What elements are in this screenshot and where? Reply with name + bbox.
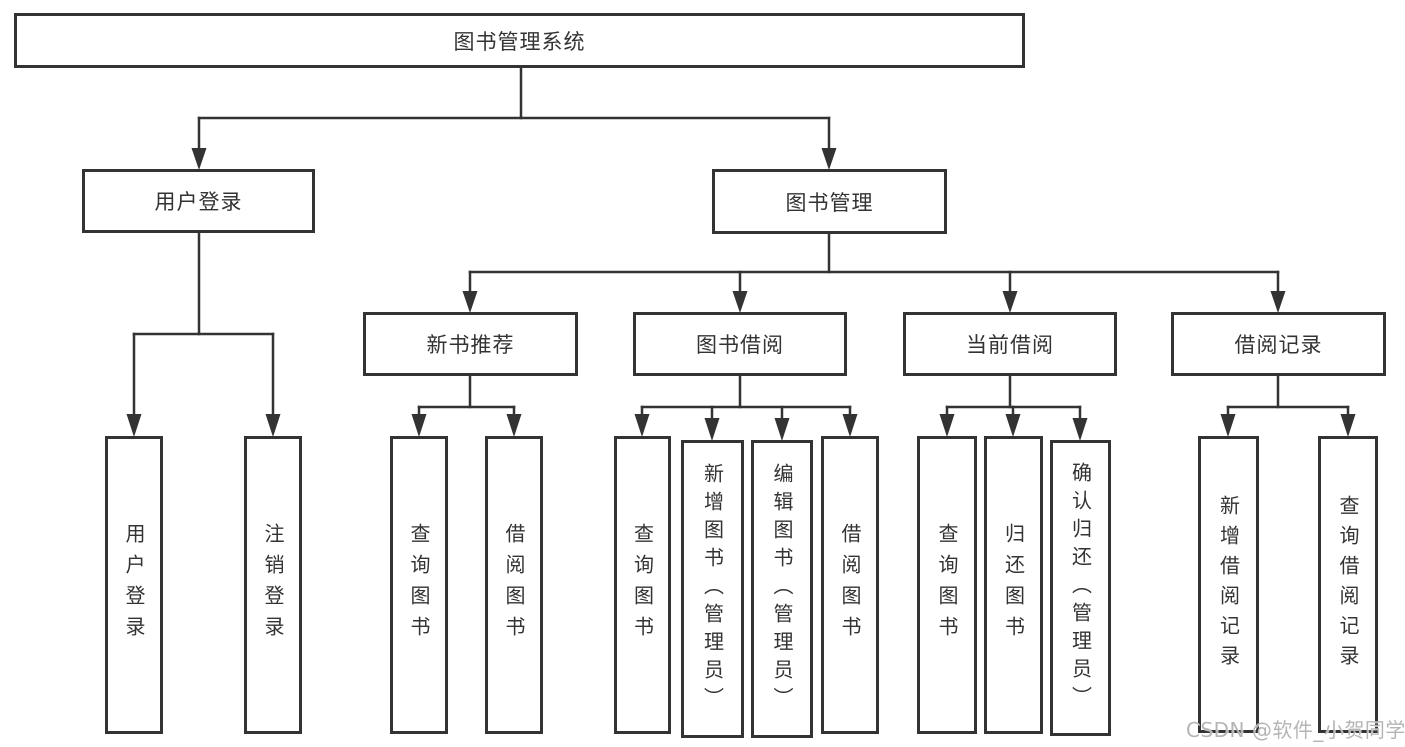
- watermark-text: CSDN @软件_小贺同学: [1186, 718, 1405, 742]
- leaf-label: 查询图书: [630, 523, 655, 647]
- leaf-query-books-borrow: 查询图书: [614, 436, 671, 734]
- leaf-label: 新增图书（管理员）: [700, 463, 725, 715]
- node-label: 图书管理系统: [453, 29, 586, 54]
- node-library-management-system: 图书管理系统: [14, 13, 1025, 68]
- leaf-label: 归还图书: [1001, 523, 1026, 647]
- leaf-label: 查询图书: [407, 523, 431, 647]
- leaf-borrow-books-borrow: 借阅图书: [821, 436, 879, 734]
- node-label: 用户登录: [154, 190, 243, 214]
- leaf-label: 编辑图书（管理员）: [770, 463, 794, 715]
- node-current-borrow: 当前借阅: [903, 312, 1117, 376]
- leaf-query-books-current: 查询图书: [917, 436, 977, 734]
- leaf-add-books-admin: 新增图书（管理员）: [681, 440, 744, 738]
- node-label: 图书管理: [785, 190, 874, 215]
- leaf-borrow-books-recommend: 借阅图书: [485, 436, 543, 734]
- leaf-user-login: 用户登录: [105, 436, 163, 734]
- node-label: 借阅记录: [1234, 333, 1323, 357]
- node-book-borrow: 图书借阅: [633, 312, 847, 376]
- leaf-add-borrow-record: 新增借阅记录: [1198, 436, 1259, 733]
- node-book-management: 图书管理: [712, 169, 947, 234]
- leaf-query-books-recommend: 查询图书: [390, 436, 448, 734]
- leaf-query-borrow-record: 查询借阅记录: [1318, 436, 1378, 733]
- leaf-label: 新增借阅记录: [1216, 494, 1241, 675]
- leaf-label: 查询借阅记录: [1336, 494, 1360, 675]
- node-new-book-recommend: 新书推荐: [363, 312, 578, 376]
- leaf-label: 借阅图书: [838, 523, 862, 647]
- leaf-label: 查询图书: [935, 523, 959, 647]
- leaf-confirm-return-admin: 确认归还（管理员）: [1050, 440, 1111, 736]
- node-label: 图书借阅: [696, 333, 784, 357]
- leaf-logout: 注销登录: [244, 436, 302, 734]
- node-label: 新书推荐: [426, 333, 515, 357]
- leaf-label: 用户登录: [122, 523, 146, 647]
- leaf-label: 借阅图书: [502, 523, 526, 647]
- node-user-login: 用户登录: [82, 169, 315, 233]
- leaf-edit-books-admin: 编辑图书（管理员）: [751, 440, 813, 738]
- node-borrow-records: 借阅记录: [1171, 312, 1386, 376]
- leaf-label: 确认归还（管理员）: [1068, 462, 1093, 714]
- leaf-label: 注销登录: [261, 523, 285, 647]
- leaf-return-books: 归还图书: [984, 436, 1043, 734]
- node-label: 当前借阅: [966, 333, 1054, 357]
